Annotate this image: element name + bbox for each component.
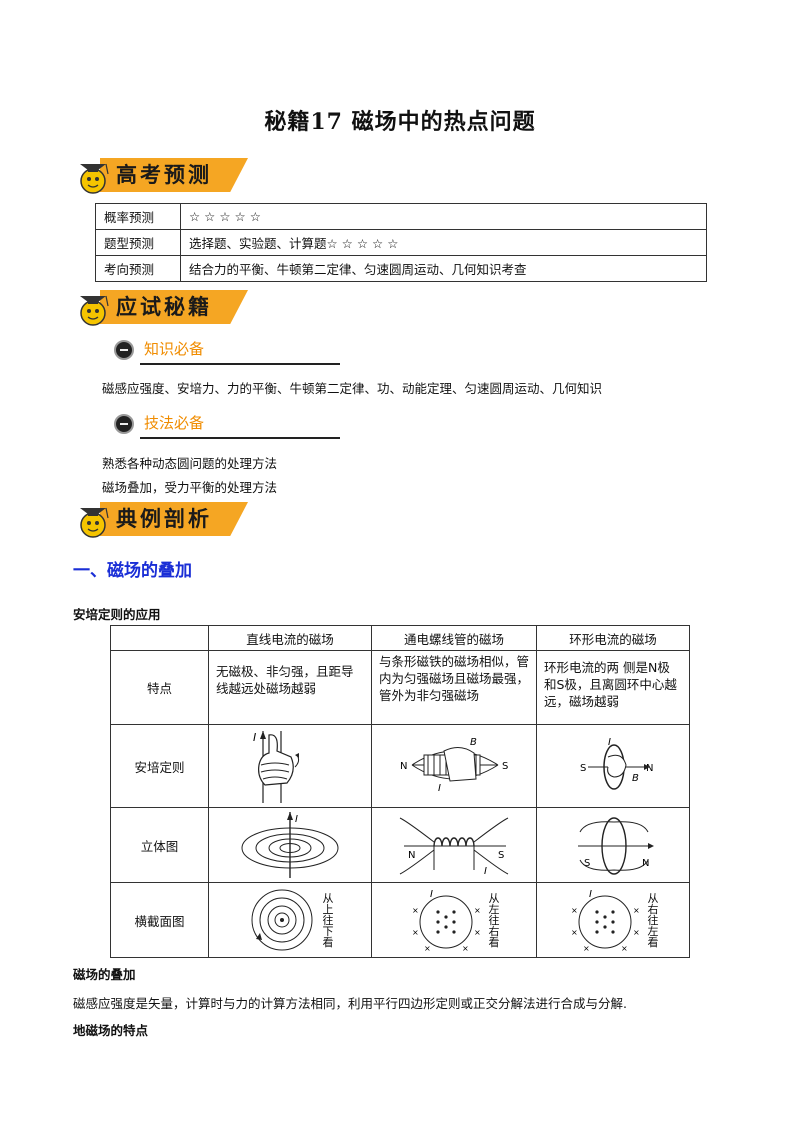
current-label: I — [295, 814, 298, 825]
table-cell: × × × × × × I 从左往右看 — [371, 882, 537, 958]
table-row: 考向预测 结合力的平衡、牛顿第二定律、匀速圆周运动、几何知识考查 — [95, 255, 707, 282]
table-cell: I — [208, 724, 372, 808]
table-row: 立体图 I N S I — [110, 807, 690, 883]
concentric-field-figure — [251, 889, 313, 951]
svg-text:×: × — [621, 944, 628, 953]
skills-line: 熟悉各种动态圆问题的处理方法 — [102, 456, 278, 471]
table-header-cell — [110, 625, 209, 651]
svg-text:×: × — [474, 906, 481, 915]
current-label: I — [438, 783, 441, 794]
table-cell: 从上往下看 — [208, 882, 372, 958]
skills-line: 磁场叠加，受力平衡的处理方法 — [102, 480, 278, 495]
svg-text:×: × — [412, 906, 419, 915]
bullet-icon — [114, 414, 134, 434]
north-label: N — [646, 763, 653, 774]
table-header-cell: 通电螺线管的磁场 — [371, 625, 537, 651]
svg-text:×: × — [571, 906, 578, 915]
table-cell: S N — [536, 807, 690, 883]
table-row: 概率预测 ☆ ☆ ☆ ☆ ☆ — [95, 203, 707, 230]
table-cell: S N I B — [536, 724, 690, 808]
current-label: I — [608, 737, 611, 748]
svg-text:×: × — [474, 928, 481, 937]
row-label: 立体图 — [110, 807, 209, 883]
table-cell: 与条形磁铁的磁场相似，管内为匀强磁场且磁场最强，管外为非匀强磁场 — [371, 650, 537, 725]
loop-cross-section-figure: × × × × × × I — [571, 889, 640, 953]
south-label: S — [498, 850, 504, 861]
straight-wire-3d-figure: I — [241, 812, 339, 878]
north-label: N — [400, 761, 407, 772]
solenoid-3d-figure: N S I — [399, 817, 509, 877]
row-label: 横截面图 — [110, 882, 209, 958]
current-label: I — [430, 889, 433, 900]
table-cell: 题型预测 — [95, 229, 181, 256]
view-direction-text: 从左往右看 — [488, 891, 500, 949]
subheading-label: 知识必备 — [144, 340, 205, 358]
banner-gaokao-yuce: 高考预测 — [72, 154, 250, 198]
table-cell: N S B I — [371, 724, 537, 808]
table-row: 直线电流的磁场 通电螺线管的磁场 环形电流的磁场 — [110, 625, 690, 651]
current-label: I — [589, 889, 592, 900]
mascot-icon — [80, 507, 109, 538]
field-label: B — [470, 737, 477, 748]
row-label: 特点 — [110, 650, 209, 725]
table-cell: 结合力的平衡、牛顿第二定律、匀速圆周运动、几何知识考查 — [180, 255, 707, 282]
subsection-heading: 安培定则的应用 — [73, 607, 161, 622]
current-label: I — [484, 866, 487, 877]
field-label: B — [632, 773, 639, 784]
superposition-text: 磁感应强度是矢量，计算时与力的计算方法相同，利用平行四边形定则或正交分解法进行合… — [73, 996, 627, 1011]
table-cell: N S I — [371, 807, 537, 883]
table-cell: 环形电流的两 侧是N极和S极，且离圆环中心越远，磁场越弱 — [536, 650, 690, 725]
subsection-heading: 地磁场的特点 — [73, 1023, 149, 1038]
banner-label: 应试秘籍 — [116, 295, 212, 319]
table-cell: × × × × × × I 从右往左看 — [536, 882, 690, 958]
table-cell: 选择题、实验题、计算题☆ ☆ ☆ ☆ ☆ — [180, 229, 707, 256]
mascot-icon — [80, 163, 109, 194]
prediction-table: 概率预测 ☆ ☆ ☆ ☆ ☆ 题型预测 选择题、实验题、计算题☆ ☆ ☆ ☆ ☆… — [95, 203, 707, 282]
ampere-rule-table: 直线电流的磁场 通电螺线管的磁场 环形电流的磁场 特点 无磁极、非匀强，且距导线… — [110, 625, 690, 958]
table-header-cell: 环形电流的磁场 — [536, 625, 690, 651]
banner-label: 典例剖析 — [116, 507, 212, 531]
straight-wire-hand-figure: I — [253, 731, 300, 803]
banner-label: 高考预测 — [116, 163, 212, 187]
page-title: 秘籍17 磁场中的热点问题 — [264, 109, 536, 135]
solenoid-hand-figure: N S B I — [400, 737, 508, 794]
svg-text:×: × — [412, 928, 419, 937]
south-label: S — [502, 761, 508, 772]
row-label: 安培定则 — [110, 724, 209, 808]
view-direction-text: 从右往左看 — [647, 891, 659, 949]
svg-text:×: × — [462, 944, 469, 953]
subheading-label: 技法必备 — [144, 414, 205, 432]
north-label: N — [408, 850, 415, 861]
table-cell: 概率预测 — [95, 203, 181, 230]
solenoid-cross-section-figure: × × × × × × I — [412, 889, 481, 953]
svg-text:×: × — [424, 944, 431, 953]
svg-text:×: × — [583, 944, 590, 953]
svg-text:×: × — [571, 928, 578, 937]
table-cell: ☆ ☆ ☆ ☆ ☆ — [180, 203, 707, 230]
banner-yingshi-miji: 应试秘籍 — [72, 286, 250, 330]
table-cell: 无磁极、非匀强，且距导线越远处磁场越弱 — [208, 650, 372, 725]
table-cell: 考向预测 — [95, 255, 181, 282]
section-heading: 一、磁场的叠加 — [73, 561, 192, 581]
svg-text:×: × — [633, 906, 640, 915]
mascot-icon — [80, 295, 109, 326]
knowledge-text: 磁感应强度、安培力、力的平衡、牛顿第二定律、功、动能定理、匀速圆周运动、几何知识 — [102, 381, 603, 396]
loop-3d-figure: S N — [578, 817, 654, 875]
table-row: 特点 无磁极、非匀强，且距导线越远处磁场越弱 与条形磁铁的磁场相似，管内为匀强磁… — [110, 650, 690, 725]
svg-text:×: × — [633, 928, 640, 937]
table-row: 横截面图 从上往下看 — [110, 882, 690, 958]
table-row: 安培定则 I N S B I — [110, 724, 690, 808]
view-direction-text: 从上往下看 — [322, 891, 334, 949]
current-label: I — [253, 731, 256, 744]
bullet-icon — [114, 340, 134, 360]
table-cell: I — [208, 807, 372, 883]
south-label: S — [584, 858, 590, 869]
table-header-cell: 直线电流的磁场 — [208, 625, 372, 651]
south-label: S — [580, 763, 586, 774]
banner-dianli-pouxi: 典例剖析 — [72, 498, 250, 542]
loop-hand-figure: S N I B — [580, 737, 653, 790]
subsection-heading: 磁场的叠加 — [73, 967, 136, 982]
table-row: 题型预测 选择题、实验题、计算题☆ ☆ ☆ ☆ ☆ — [95, 229, 707, 256]
